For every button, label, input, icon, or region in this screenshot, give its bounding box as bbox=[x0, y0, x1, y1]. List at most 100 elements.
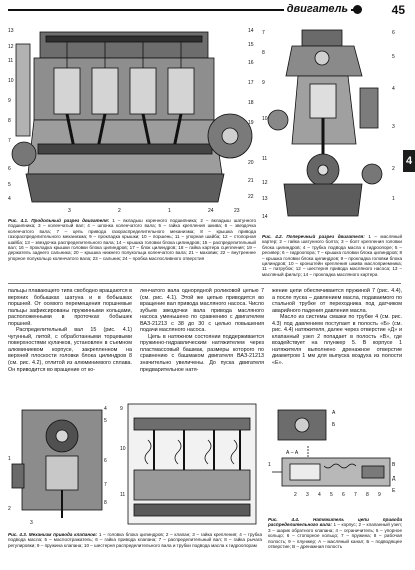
svg-text:10: 10 bbox=[8, 78, 14, 84]
svg-text:В: В bbox=[392, 462, 396, 468]
svg-text:24: 24 bbox=[208, 208, 214, 214]
svg-text:Б: Б bbox=[332, 422, 336, 428]
svg-text:5: 5 bbox=[8, 182, 11, 188]
caption-label: Рис. 4.1. Продольный разрез двигателя: bbox=[8, 218, 110, 223]
svg-text:4: 4 bbox=[318, 492, 321, 498]
caption-label: Рис. 4.4. Натяжитель цепи привода распре… bbox=[268, 517, 402, 528]
paragraph: ленчатого вала однорядной роликовой цепь… bbox=[140, 288, 264, 334]
svg-text:2: 2 bbox=[8, 506, 11, 512]
svg-text:8: 8 bbox=[366, 492, 369, 498]
svg-text:10: 10 bbox=[120, 446, 126, 452]
svg-text:18: 18 bbox=[248, 100, 254, 106]
svg-text:9: 9 bbox=[120, 406, 123, 412]
svg-text:5: 5 bbox=[392, 54, 395, 60]
svg-text:21: 21 bbox=[248, 178, 254, 184]
caption-fig-4-2: Рис. 4.2. Поперечный разрез двигателя: 1… bbox=[262, 234, 402, 277]
chain-tensioner-drawing: АБ А – А 1 2 3 4 5 6 7 8 9 В ДЕ bbox=[268, 409, 396, 498]
svg-text:15: 15 bbox=[248, 42, 254, 48]
section-title: двигатель bbox=[283, 3, 351, 15]
caption-fig-4-1: Рис. 4.1. Продольный разрез двигателя: 1… bbox=[8, 218, 256, 261]
paragraph: Масло из системы смазки по трубке 4 (см.… bbox=[272, 314, 402, 367]
svg-text:6: 6 bbox=[392, 30, 395, 36]
svg-text:3: 3 bbox=[68, 208, 71, 214]
page-header: двигатель 45 bbox=[0, 0, 415, 20]
svg-text:17: 17 bbox=[248, 80, 254, 86]
svg-text:1: 1 bbox=[392, 196, 395, 202]
svg-text:4: 4 bbox=[104, 406, 107, 412]
svg-text:11: 11 bbox=[120, 492, 125, 498]
svg-text:10: 10 bbox=[262, 116, 268, 122]
svg-text:7: 7 bbox=[104, 482, 107, 488]
body-column-2: ленчатого вала однорядной роликовой цепь… bbox=[140, 288, 264, 373]
svg-text:Е: Е bbox=[392, 488, 396, 494]
figure-cross-section: 7 8 9 10 11 12 13 14 6 5 4 3 2 1 bbox=[262, 24, 402, 230]
caption-text: 1 – головка блока цилиндров; 2 – клапан;… bbox=[8, 532, 262, 548]
caption-label: Рис. 4.3. Механизм привода клапанов: bbox=[8, 532, 98, 537]
svg-text:9: 9 bbox=[262, 80, 265, 86]
caption-text: 1 – вкладыш коренного подшипника; 2 – вк… bbox=[8, 218, 257, 261]
svg-text:1: 1 bbox=[268, 462, 271, 468]
page-number: 45 bbox=[391, 3, 405, 17]
svg-text:5: 5 bbox=[104, 418, 107, 424]
caption-fig-4-3: Рис. 4.3. Механизм привода клапанов: 1 –… bbox=[8, 532, 262, 548]
svg-text:6: 6 bbox=[342, 492, 345, 498]
svg-text:7: 7 bbox=[8, 138, 11, 144]
caption-text: 1 – масляный картер; 2 – гайка шатунного… bbox=[262, 234, 403, 277]
svg-text:20: 20 bbox=[248, 160, 254, 166]
header-rule bbox=[8, 9, 361, 11]
svg-text:16: 16 bbox=[248, 60, 254, 66]
svg-text:3: 3 bbox=[30, 520, 33, 526]
svg-text:3: 3 bbox=[306, 492, 309, 498]
section-divider bbox=[8, 283, 401, 284]
caption-text: 1 – корпус; 2 – клапанный узел; 3 – шари… bbox=[268, 522, 402, 550]
figure-valve-drive: 4 5 6 7 8 1 2 3 9 10 11 bbox=[8, 400, 262, 528]
svg-text:1: 1 bbox=[168, 208, 171, 214]
svg-text:3: 3 bbox=[392, 124, 395, 130]
svg-text:А – А: А – А bbox=[286, 450, 299, 456]
svg-text:6: 6 bbox=[8, 166, 11, 172]
svg-text:8: 8 bbox=[104, 500, 107, 506]
paragraph: Цепь в натяжном состоянии поддерживается… bbox=[140, 333, 264, 373]
svg-text:23: 23 bbox=[234, 208, 240, 214]
svg-text:8: 8 bbox=[8, 118, 11, 124]
svg-text:5: 5 bbox=[330, 492, 333, 498]
svg-text:1: 1 bbox=[8, 456, 11, 462]
svg-text:8: 8 bbox=[262, 50, 265, 56]
svg-text:9: 9 bbox=[378, 492, 381, 498]
svg-text:4: 4 bbox=[8, 196, 11, 202]
svg-text:7: 7 bbox=[354, 492, 357, 498]
svg-text:14: 14 bbox=[248, 28, 254, 34]
body-column-1: пальцы плавающего типа свободно вращаютс… bbox=[8, 288, 132, 373]
svg-text:12: 12 bbox=[8, 44, 14, 50]
svg-text:11: 11 bbox=[8, 58, 13, 64]
svg-text:6: 6 bbox=[104, 458, 107, 464]
caption-label: Рис. 4.2. Поперечный разрез двигателя: bbox=[262, 234, 365, 239]
svg-text:11: 11 bbox=[262, 156, 267, 162]
svg-text:2: 2 bbox=[118, 208, 121, 214]
svg-text:Д: Д bbox=[392, 476, 396, 482]
header-dot-icon bbox=[353, 5, 362, 14]
engine-cross-drawing: 7 8 9 10 11 12 13 14 6 5 4 3 2 1 bbox=[262, 29, 395, 220]
body-column-3: жение цепи обеспечивается пружиной 7 (ри… bbox=[272, 288, 402, 367]
svg-text:22: 22 bbox=[248, 194, 254, 200]
svg-text:2: 2 bbox=[294, 492, 297, 498]
svg-text:19: 19 bbox=[248, 120, 254, 126]
svg-text:13: 13 bbox=[262, 196, 268, 202]
valve-drive-drawing: 4 5 6 7 8 1 2 3 9 10 11 bbox=[8, 403, 257, 526]
paragraph: Распределительный вал 15 (рис. 4.1) чугу… bbox=[8, 327, 132, 373]
svg-text:14: 14 bbox=[262, 214, 268, 220]
svg-text:12: 12 bbox=[262, 180, 268, 186]
paragraph: жение цепи обеспечивается пружиной 7 (ри… bbox=[272, 288, 402, 314]
svg-text:2: 2 bbox=[392, 166, 395, 172]
paragraph: пальцы плавающего типа свободно вращаютс… bbox=[8, 288, 132, 327]
caption-fig-4-4: Рис. 4.4. Натяжитель цепи привода распре… bbox=[268, 517, 402, 549]
svg-text:7: 7 bbox=[262, 30, 265, 36]
svg-text:9: 9 bbox=[8, 98, 11, 104]
chapter-tab: 4 bbox=[403, 150, 415, 172]
svg-text:А: А bbox=[332, 410, 336, 416]
svg-text:13: 13 bbox=[8, 28, 14, 34]
svg-text:4: 4 bbox=[392, 86, 395, 92]
